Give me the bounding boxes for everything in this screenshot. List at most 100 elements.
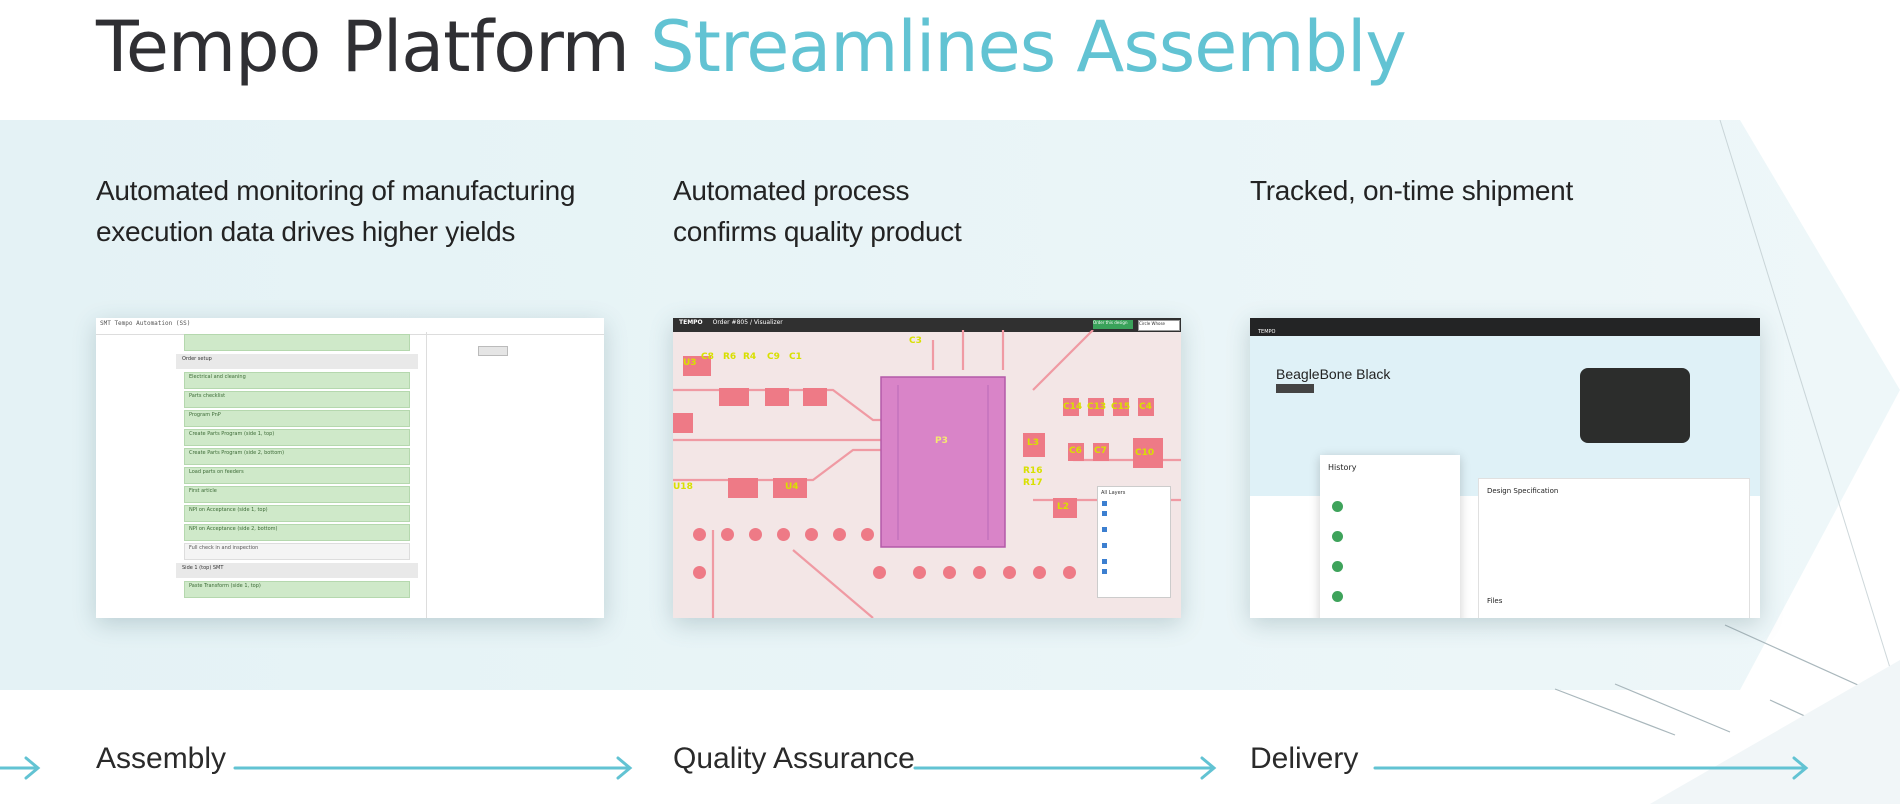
list-item: Create Parts Program (side 1, top) — [184, 429, 410, 446]
component-label: C3 — [909, 336, 922, 346]
breadcrumb: Order #805 / Visualizer — [712, 319, 783, 326]
component-label: R16 — [1023, 466, 1043, 476]
checklist: Order setup Electrical and cleaning Part… — [176, 332, 418, 600]
column-delivery-text: Tracked, on-time shipment — [1250, 170, 1573, 211]
component — [673, 413, 693, 433]
column-text-line: execution data drives higher yields — [96, 216, 516, 247]
assembly-screenshot: SMT Tempo Automation (SS) Order setup El… — [96, 318, 604, 618]
pcb-traces — [673, 330, 1181, 618]
status-dot — [1332, 501, 1343, 512]
component-label: L3 — [1027, 438, 1039, 448]
spec-panel: Design Specification Files — [1478, 478, 1750, 618]
brand-logo: TEMPO — [1258, 329, 1276, 335]
list-item: Load parts on feeders — [184, 467, 410, 484]
component — [1088, 398, 1104, 416]
component — [765, 388, 789, 406]
component-label: C6 — [1069, 446, 1082, 456]
pad — [913, 566, 926, 579]
panel-title: Design Specification — [1487, 487, 1559, 495]
component — [803, 388, 827, 406]
page-title: Tempo Platform Streamlines Assembly — [96, 6, 1407, 88]
column-text-line: Tracked, on-time shipment — [1250, 175, 1573, 206]
component-label: C10 — [1135, 448, 1155, 458]
list-item — [184, 334, 410, 351]
status-button — [478, 346, 508, 356]
list-item: Paste Transform (side 1, top) — [184, 581, 410, 598]
visualizer-topbar: TEMPO Order #805 / Visualizer — [673, 318, 1181, 332]
product-title: BeagleBone Black — [1276, 366, 1391, 382]
component — [1133, 438, 1163, 468]
pad — [721, 528, 734, 541]
column-text-line: Automated monitoring of manufacturing — [96, 175, 576, 206]
divider — [426, 332, 427, 618]
product-topbar: TEMPO — [1250, 318, 1760, 336]
pad — [749, 528, 762, 541]
checkbox[interactable] — [1102, 501, 1107, 506]
pad — [693, 528, 706, 541]
layers-panel: All Layers — [1097, 486, 1171, 598]
pad — [805, 528, 818, 541]
component-label: U4 — [785, 482, 799, 492]
pad — [973, 566, 986, 579]
component — [719, 388, 749, 406]
quality-screenshot: TEMPO Order #805 / Visualizer Order this… — [673, 318, 1181, 618]
files-title: Files — [1487, 597, 1503, 605]
list-item: NPI on Acceptance (side 2, bottom) — [184, 524, 410, 541]
checkbox[interactable] — [1102, 511, 1107, 516]
list-item: First article — [184, 486, 410, 503]
list-item: NPI on Acceptance (side 1, top) — [184, 505, 410, 522]
component — [728, 478, 758, 498]
column-text-line: confirms quality product — [673, 216, 962, 247]
checkbox[interactable] — [1102, 527, 1107, 532]
pad — [1003, 566, 1016, 579]
process-arrows — [0, 756, 1809, 780]
component — [1138, 398, 1154, 416]
list-item: Electrical and cleaning — [184, 372, 410, 389]
title-accent: Streamlines Assembly — [650, 6, 1407, 88]
pad — [1063, 566, 1076, 579]
column-quality-text: Automated process confirms quality produ… — [673, 170, 962, 252]
component — [773, 478, 807, 498]
pad — [943, 566, 956, 579]
pad — [861, 528, 874, 541]
list-item: Program PnP — [184, 410, 410, 427]
component — [1068, 443, 1084, 461]
component — [683, 356, 711, 376]
pad — [777, 528, 790, 541]
component-label: C14 — [1063, 402, 1083, 412]
delivery-screenshot: TEMPO BeagleBone Black History Design Sp… — [1250, 318, 1760, 618]
component-label: C4 — [1139, 402, 1152, 412]
pad — [873, 566, 886, 579]
panel-title: History — [1328, 463, 1357, 472]
component-label: C8 — [701, 352, 714, 362]
list-item: Create Parts Program (side 2, bottom) — [184, 448, 410, 465]
account-button: Circle Whose — [1138, 320, 1180, 331]
component-label: C1 — [789, 352, 802, 362]
checkbox[interactable] — [1102, 559, 1107, 564]
brand-logo: TEMPO — [679, 319, 703, 326]
column-text-line: Automated process — [673, 175, 910, 206]
component-label: U3 — [683, 358, 697, 368]
component-label: R17 — [1023, 478, 1043, 488]
component — [1113, 398, 1129, 416]
stage-label-assembly: Assembly — [96, 742, 227, 775]
history-panel: History — [1320, 455, 1460, 618]
view-button — [1276, 384, 1314, 393]
checkbox[interactable] — [1102, 569, 1107, 574]
component-label: C15 — [1111, 402, 1131, 412]
section-header: Side 1 (top) SMT — [176, 563, 418, 578]
pad — [833, 528, 846, 541]
screen-title: SMT Tempo Automation (SS) — [100, 320, 191, 327]
list-item: Full check in and inspection — [184, 543, 410, 560]
component-label: C9 — [767, 352, 780, 362]
checkbox[interactable] — [1102, 543, 1107, 548]
status-dot — [1332, 561, 1343, 572]
component — [1093, 443, 1109, 461]
stage-label-quality: Quality Assurance — [673, 742, 915, 775]
order-design-button: Order this design — [1093, 320, 1133, 329]
section-header: Order setup — [176, 354, 418, 369]
component-label: L2 — [1057, 502, 1069, 512]
stage-label-delivery: Delivery — [1250, 742, 1359, 775]
panel-title: All Layers — [1101, 490, 1126, 496]
component-label: U18 — [673, 482, 693, 492]
